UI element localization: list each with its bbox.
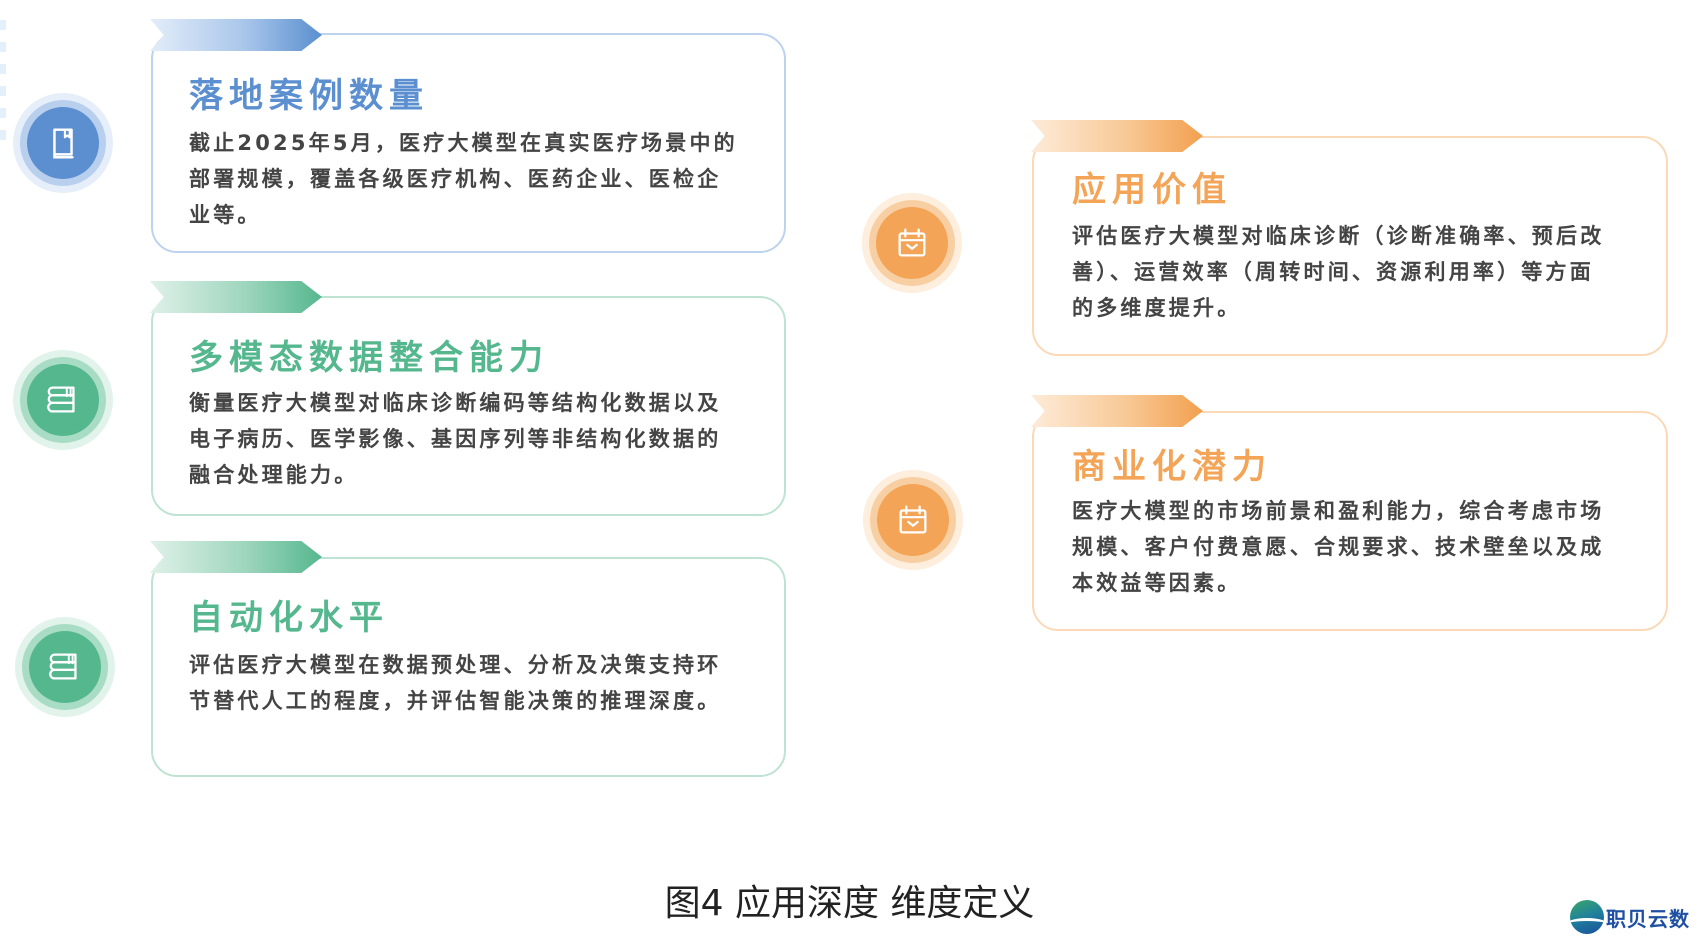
brand-logo: 职贝云数 [1570,900,1690,934]
body-line: 评估医疗大模型对临床诊断（诊断准确率、预后改 [1072,224,1605,248]
book-icon [53,128,74,159]
books-stack-icon [47,386,75,413]
logo-text: 职贝云数 [1606,906,1690,931]
body-line: 的多维度提升。 [1072,296,1242,320]
icon-badge-application-value [862,193,962,293]
figure-caption: 图4 应用深度 维度定义 [664,883,1035,924]
card-body: 衡量医疗大模型对临床诊断编码等结构化数据以及 电子病历、医学影像、基因序列等非结… [189,385,721,493]
body-line: 融合处理能力。 [189,463,359,487]
body-line: 业等。 [189,203,262,227]
card-body: 医疗大模型的市场前景和盈利能力，综合考虑市场 规模、客户付费意愿、合规要求、技术… [1072,493,1604,601]
ribbon-commercial-potential [1031,395,1203,427]
calendar-icon [899,505,927,534]
calendar-icon [898,228,926,257]
icon-badge-automation [15,617,115,717]
body-line: 本效益等因素。 [1072,571,1242,595]
card-body: 评估医疗大模型在数据预处理、分析及决策支持环 节替代人工的程度，并评估智能决策的… [189,647,721,719]
card-title: 多模态数据整合能力 [189,338,549,378]
card-case-count [151,33,786,253]
icon-badge-case-count [13,93,113,193]
card-title: 落地案例数量 [189,76,429,116]
card-body: 评估医疗大模型对临床诊断（诊断准确率、预后改 善）、运营效率（周转时间、资源利用… [1072,218,1604,326]
card-commercial-potential [1032,411,1668,631]
body-line: 部署规模，覆盖各级医疗机构、医药企业、医检企 [189,167,722,191]
body-line: 善）、运营效率（周转时间、资源利用率）等方面 [1072,260,1594,284]
card-automation [151,557,786,777]
icon-badge-multimodal [13,350,113,450]
ribbon-multimodal [150,281,322,313]
body-line: 衡量医疗大模型对临床诊断编码等结构化数据以及 [189,391,722,415]
books-stack-icon [49,653,77,680]
card-multimodal [151,296,786,516]
body-line: 截止2025年5月，医疗大模型在真实医疗场景中的 [189,131,738,155]
body-line: 规模、客户付费意愿、合规要求、技术壁垒以及成 [1072,535,1605,559]
body-line: 医疗大模型的市场前景和盈利能力，综合考虑市场 [1072,499,1605,523]
edge-decoration [0,20,6,140]
body-line: 评估医疗大模型在数据预处理、分析及决策支持环 [189,653,722,677]
card-title: 自动化水平 [189,598,389,638]
card-title: 应用价值 [1072,170,1232,210]
wave-globe-icon [1570,900,1604,934]
card-title: 商业化潜力 [1072,447,1272,487]
body-line: 节替代人工的程度，并评估智能决策的推理深度。 [189,689,722,713]
icon-badge-commercial-potential [863,470,963,570]
ribbon-case-count [150,19,322,51]
body-line: 电子病历、医学影像、基因序列等非结构化数据的 [189,427,722,451]
card-application-value [1032,136,1668,356]
card-body: 截止2025年5月，医疗大模型在真实医疗场景中的 部署规模，覆盖各级医疗机构、医… [189,125,738,233]
ribbon-application-value [1031,120,1203,152]
ribbon-automation [150,541,322,573]
